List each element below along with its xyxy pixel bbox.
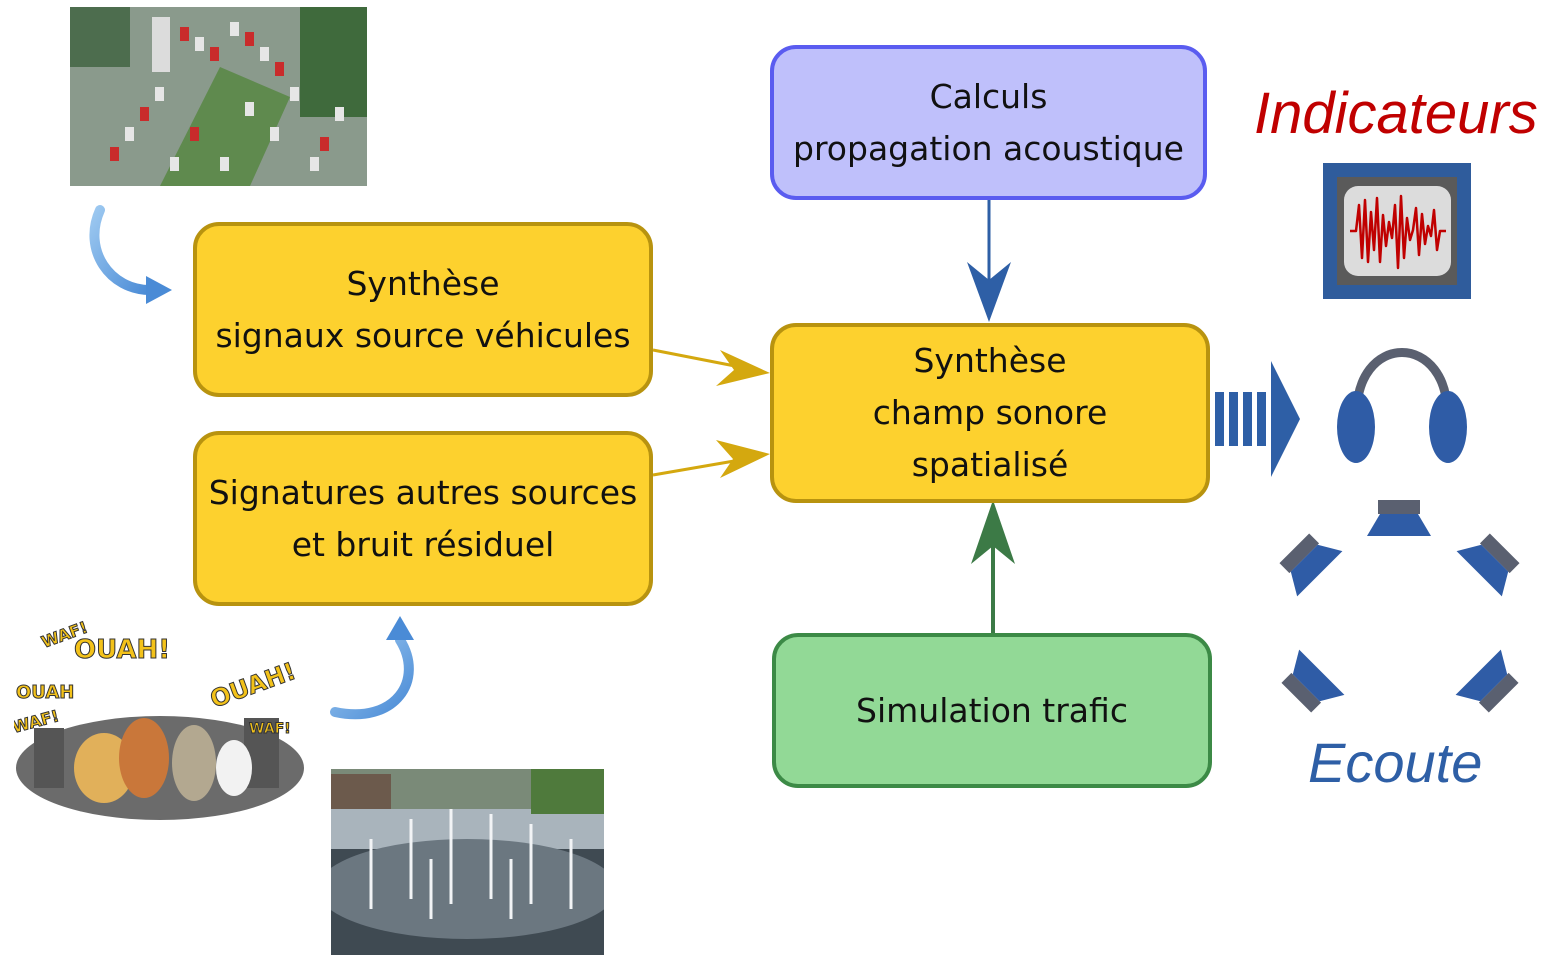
synthese-signaux-line-1: Synthèse [346,263,500,303]
ecoute-label: Ecoute [1308,731,1483,794]
indicateurs-label: Indicateurs [1254,81,1538,146]
arrow-simulation-to-champ [971,500,1015,633]
arrow-signatures-to-champ [652,440,770,478]
synthese-champ-line-3: spatialisé [911,445,1069,484]
fountain-photo-image [331,769,604,955]
synthese-signaux-box: Synthèse signaux source véhicules [193,222,653,397]
speaker-left-top [1279,533,1343,597]
cartoon-text-6: WAF! [249,721,291,737]
signatures-box: Signatures autres sources et bruit résid… [193,431,653,606]
curved-arrow-sounds [330,616,414,720]
arrow-calculs-to-champ [967,199,1011,322]
speaker-right-top [1456,533,1520,597]
calculs-line-1: Calculs [929,76,1048,116]
traffic-photo-image [70,7,367,186]
barking-dogs-cartoon: OUAH! WAF! OUAH WAF! OUAH! WAF! [14,618,306,823]
barking-dogs-image: OUAH! WAF! OUAH WAF! OUAH! WAF! [14,618,304,820]
synthese-signaux-line-2: signaux source véhicules [215,315,631,355]
arrow-signaux-to-champ [652,348,770,386]
fountain-photo [331,769,604,955]
signatures-line-2: et bruit résiduel [291,524,555,564]
speaker-left-bottom [1281,649,1345,713]
cartoon-text-1: OUAH! [74,635,170,665]
calculs-line-2: propagation acoustique [793,128,1184,168]
cartoon-text-3: OUAH [16,682,74,703]
output-arrow [1215,361,1300,477]
signatures-line-1: Signatures autres sources [208,472,638,512]
synthese-champ-line-2: champ sonore [872,393,1108,432]
curved-arrow-traffic [89,205,172,304]
waveform-monitor-icon [1323,163,1471,299]
synthese-champ-line-1: Synthèse [913,341,1067,380]
traffic-photo [70,7,367,186]
simulation-trafic-box: Simulation trafic [772,633,1212,788]
calculs-box: Calculs propagation acoustique [770,45,1207,200]
headphones-icon [1337,348,1467,463]
simulation-trafic-label: Simulation trafic [856,690,1128,730]
synthese-champ-box: Synthèse champ sonore spatialisé [770,323,1210,503]
loudspeakers-icon [1279,500,1520,713]
speaker-right-bottom [1455,649,1519,713]
speaker-top [1367,500,1431,536]
